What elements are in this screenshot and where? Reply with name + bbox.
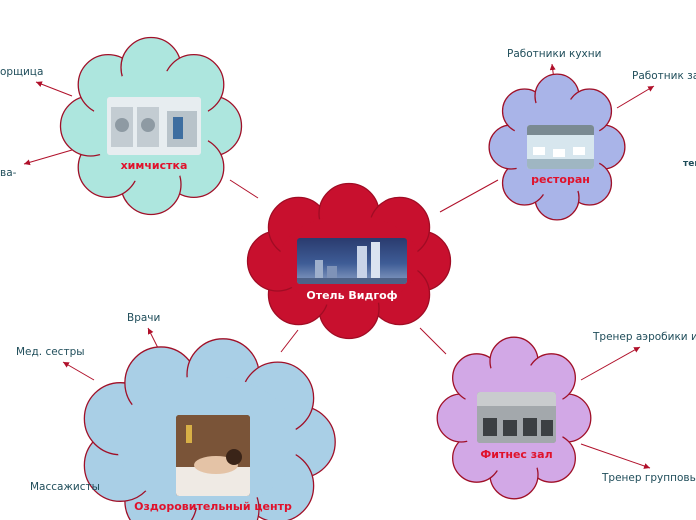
center-connectors [229, 179, 499, 355]
arrow-laundry-2 [23, 149, 73, 166]
hotel-photo [297, 238, 407, 284]
massage-spa-icon [176, 415, 250, 496]
connector-restaurant [439, 179, 499, 213]
leaf-restaurant-2: Работник зал [632, 70, 696, 82]
fitness-node-label: Фитнес зал [480, 448, 553, 461]
connector-fitness [419, 327, 447, 355]
restaurant-node-label: ресторан [531, 173, 590, 186]
leaf-restaurant-3: тек [683, 159, 696, 169]
restaurant-hall-icon [527, 125, 594, 169]
leaf-wellness-1: Врачи [127, 312, 161, 324]
leaf-fitness-2: Тренер групповых [602, 472, 696, 484]
arrow-wellness-2 [62, 361, 95, 381]
arrow-laundry-1 [35, 81, 73, 97]
laundry-node-label: химчистка [120, 159, 188, 172]
leaf-fitness-1: Тренер аэробики и [593, 331, 696, 343]
gym-equipment-icon [477, 392, 556, 443]
wellness-node-label: Оздоровительный центр [134, 500, 292, 513]
leaf-restaurant-1: Работники кухни [507, 48, 602, 60]
leaf-laundry-2: ва- [0, 167, 17, 179]
hotel-towers-icon [297, 242, 407, 284]
arrow-restaurant-2 [616, 85, 655, 109]
connector-wellness [280, 329, 299, 353]
laundry-machines-icon [107, 97, 201, 155]
gym-photo [477, 392, 556, 443]
restaurant-photo [527, 125, 594, 169]
connector-laundry [229, 179, 259, 199]
fitness-cloud [436, 336, 592, 500]
massage-photo [176, 415, 250, 496]
central-node-label: Отель Видгоф [306, 289, 398, 302]
arrow-fitness-2 [580, 443, 651, 469]
leaf-wellness-3: Массажисты [30, 481, 100, 493]
leaf-laundry-1: орщица [0, 66, 44, 78]
arrow-fitness-1 [580, 346, 641, 381]
laundry-photo [107, 97, 201, 155]
leaf-wellness-2: Мед. сестры [16, 346, 85, 358]
